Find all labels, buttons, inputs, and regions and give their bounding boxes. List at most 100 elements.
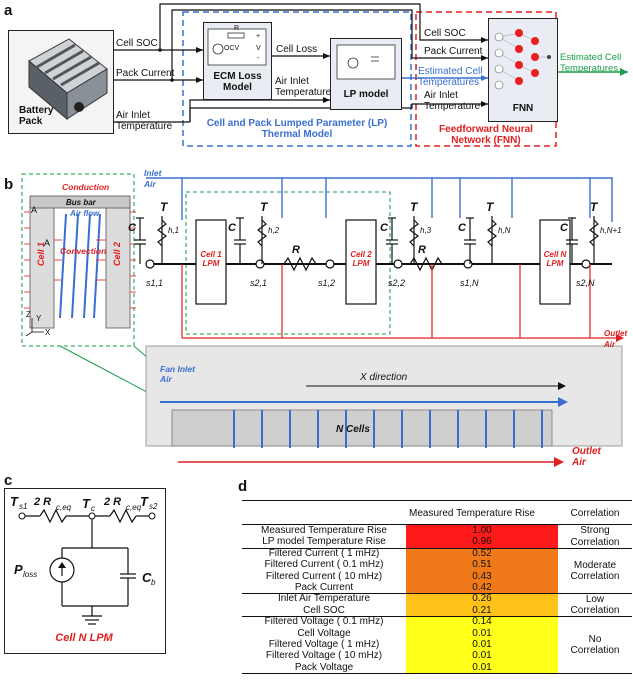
sig-air-inlet-temp-fnn: Air Inlet Temperature [424,90,481,112]
panel-label-a: a [4,2,13,19]
outlet-air-label: Outlet Air [604,329,628,349]
table-row-value: 0.42 [406,582,558,594]
group-rule [242,616,632,618]
lpm-block-2: Cell 2 LPM [350,250,372,268]
sig-cell-loss: Cell Loss [276,44,318,55]
ta-label-1: T [160,200,168,214]
ta-label-5: T [590,200,598,214]
table-row-value: 0.26 [406,593,558,605]
panel-label-d: d [238,478,248,495]
lp-circuit-icon [336,44,396,80]
ts2-sub: s2 [149,502,158,511]
lp-model-block: LP model [330,38,402,110]
axis-z-label: Z [26,310,31,319]
fan-inlet-air-label: Fan Inlet Air [160,364,195,384]
rh-label-4: h,N [498,226,511,235]
ts-label-5: s1,N [460,278,479,288]
ts1-label: T [10,494,18,509]
r-right-sub: c,eq [126,503,142,512]
ts-label-4: s2,2 [388,278,406,288]
battery-pack-box: Battery Pack [8,30,114,134]
outlet-air-bottom-label: Outlet Air [572,446,601,468]
rh-label-3: h,3 [420,226,432,235]
fnn-group-label: Feedforward Neural Network (FNN) [439,124,533,146]
table-row-value: 1.00 [406,525,558,537]
cc-label-5: C [560,222,568,234]
battery-pack-label: Battery Pack [19,105,54,127]
lpm-block-n: Cell N LPM [543,250,567,268]
group-rule [242,593,632,595]
correlation-group-label: No Correlation [570,633,620,657]
rh-label-5: h,N+1 [600,226,622,235]
axis-x-label: X [45,328,51,337]
ts-label-3: s1,2 [318,278,336,288]
header-rule [242,524,632,525]
ploss-sub: loss [23,570,38,579]
rcc-label-1: R [292,244,300,256]
correlation-group-label: Moderate Correlation [570,559,620,582]
ay-label: A [44,238,51,248]
ecm-r0-label: R [234,25,240,32]
panel-label-b: b [4,176,14,193]
group-rule [242,673,632,675]
lp-model-title: LP model [343,89,389,100]
table-row-name: Pack Voltage [294,661,354,673]
lp-group-label: Cell and Pack Lumped Parameter (LP) Ther… [206,118,388,140]
cell-n-lpm-caption: Cell N LPM [55,632,113,644]
ta-label-3: T [410,200,418,214]
ecm-loss-model-block: R OCV V + - ECM Loss Model [203,22,272,100]
correlation-table: Measured Temperature Rise Correlation Me… [242,500,632,684]
sig-air-inlet-temp-2: Air Inlet Temperature [275,76,332,98]
sig-pack-current: Pack Current [116,68,175,79]
bus-bar-label: Bus bar [66,198,96,207]
ecm-ocv-label: OCV [224,45,240,52]
table-row-name: Filtered Current ( 0.1 mHz) [264,559,384,571]
table-row-name: Measured Temperature Rise [261,525,387,536]
ploss-label: P [14,562,23,577]
ts2-label: T [140,494,148,509]
cc-label-1: C [128,222,136,234]
sig-estimated-temps-fnn: Estimated Cell Temperatures [418,66,483,88]
conduction-label: Conduction [62,182,110,192]
panel-label-c: c [4,472,13,489]
table-row-value: 0.14 [406,616,558,628]
x-direction-label: X direction [360,372,408,383]
rcc-label-2: R [418,244,426,256]
cc-label-4: C [458,222,466,234]
ecm-title: ECM Loss Model [213,71,262,93]
table-row-name: Filtered Voltage ( 0.1 mHz) [264,616,384,628]
table-row-value: 0.52 [406,547,558,560]
n-cells-label: N Cells [336,424,370,435]
cb-label: C [142,570,152,585]
table-row-value: 0.01 [406,627,558,639]
table-row-name: Filtered Voltage ( 10 mHz) [265,650,383,662]
ecm-minus-label: - [257,55,260,62]
table-row-name: Filtered Current ( 1 mHz) [268,547,380,559]
sig-air-inlet-temp: Air Inlet Temperature [116,110,173,132]
cb-sub: b [151,578,156,587]
header-correlation: Correlation [570,508,620,519]
table-row-value: 0.51 [406,559,558,571]
lpm-block-1: Cell 1 LPM [200,250,222,268]
battery-pack-icon [28,38,108,121]
ecm-v-label: V [256,45,261,52]
ecm-plus-label: + [256,33,261,40]
ts-label-1: s1,1 [146,278,164,288]
tc-label: T [82,496,90,511]
table-row-value: 0.01 [406,639,558,651]
cell-lpm-circuit-box [4,488,166,654]
convection-label: Convection [60,246,107,256]
table-row-value: 0.01 [406,661,558,674]
table-row-value: 0.43 [406,570,558,582]
rh-label-1: h,1 [168,226,180,235]
inlet-air-label: Inlet Air [144,168,162,189]
cc-label-3: C [380,222,388,234]
group-rule [242,547,632,549]
table-row-name: Inlet Air Temperature [277,593,371,605]
table-row-value: 0.96 [406,536,558,548]
axis-y-label: Y [36,314,42,323]
fnn-network-icon [494,29,551,90]
